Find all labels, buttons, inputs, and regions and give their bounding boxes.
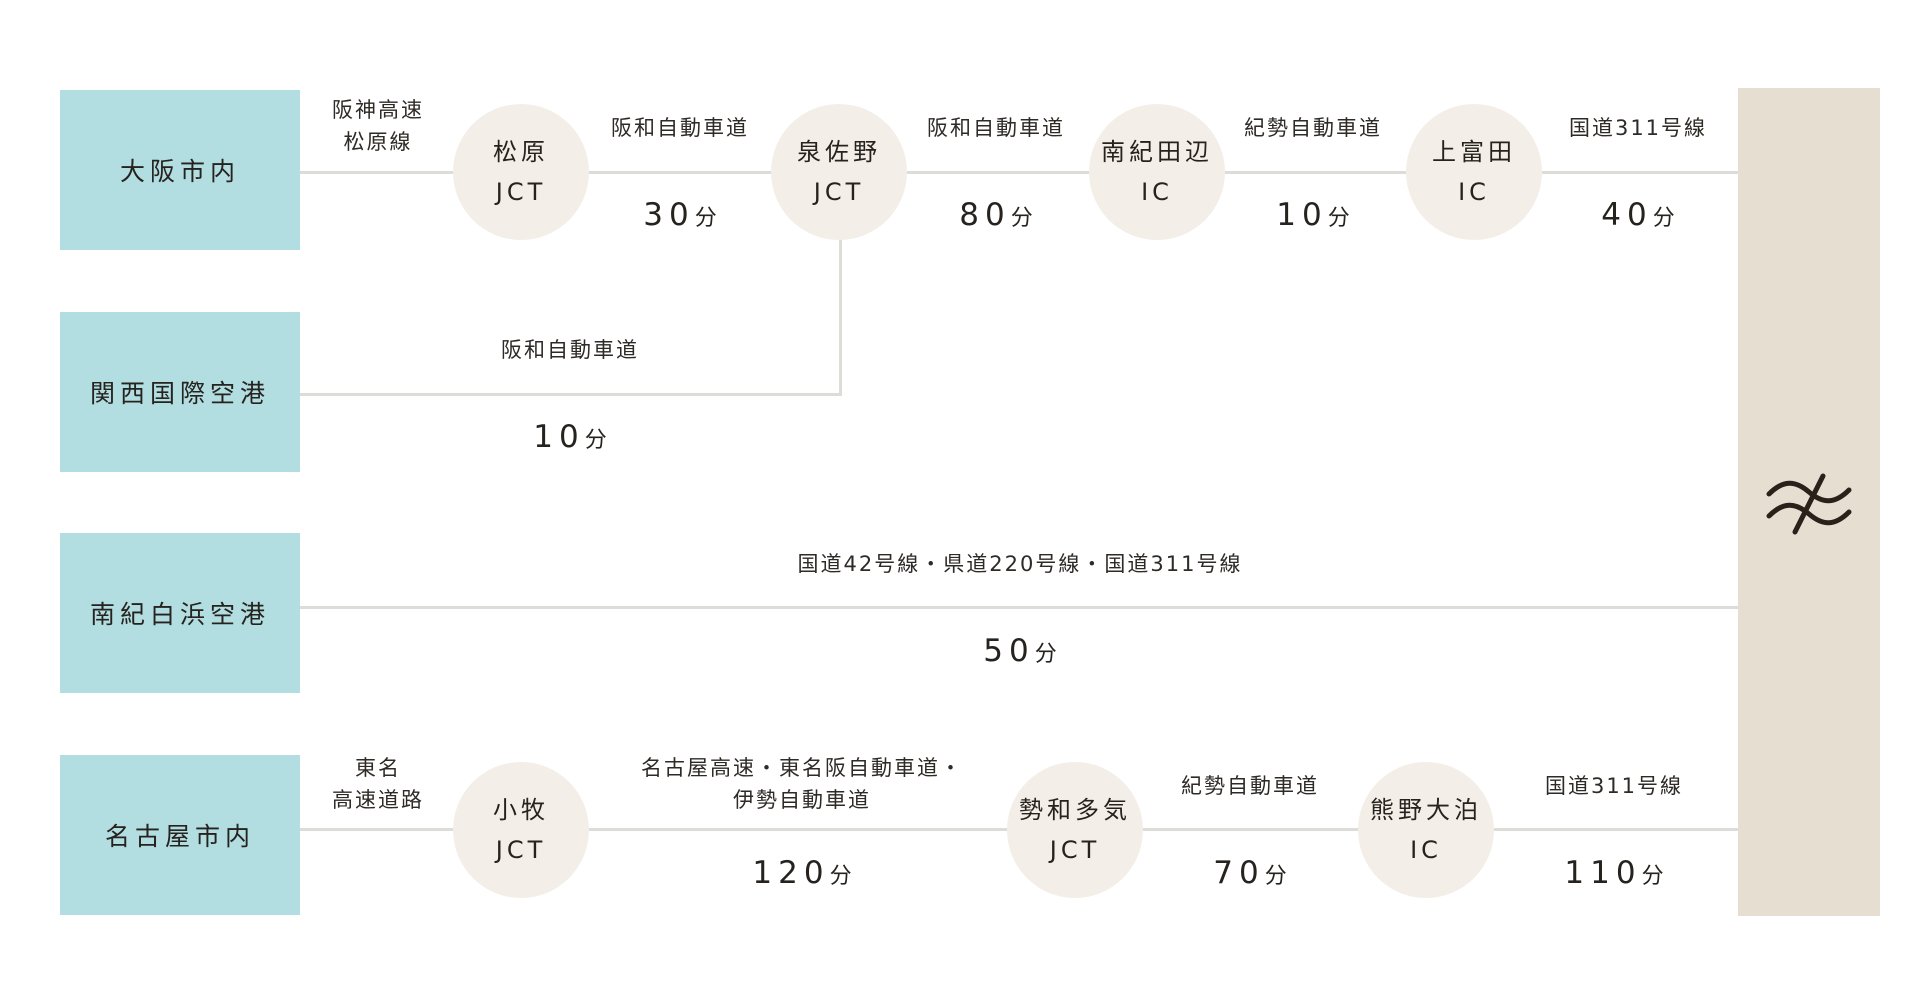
time-unit: 分 <box>1327 206 1350 231</box>
time-unit: 分 <box>584 428 607 453</box>
time-unit: 分 <box>1010 206 1033 231</box>
route-line-kix-connector <box>839 172 842 396</box>
node-type: JCT <box>1049 836 1101 864</box>
travel-time: 50分 <box>983 636 1056 667</box>
node-type: IC <box>1141 178 1173 206</box>
node-name: 勢和多気 <box>1019 796 1131 824</box>
time-value: 80 <box>959 197 1011 233</box>
origin-shirahama: 南紀白浜空港 <box>60 533 300 693</box>
node-izumisano-jct: 泉佐野 JCT <box>771 104 907 240</box>
time-value: 120 <box>752 855 830 891</box>
travel-time: 120分 <box>752 858 851 889</box>
road-label: 紀勢自動車道 <box>1244 116 1382 140</box>
road-label-line2: 松原線 <box>343 130 413 154</box>
origin-kix: 関西国際空港 <box>60 312 300 472</box>
node-type: IC <box>1410 836 1442 864</box>
time-unit: 分 <box>1034 642 1057 667</box>
node-komaki-jct: 小牧 JCT <box>453 762 589 898</box>
node-type: JCT <box>495 178 547 206</box>
time-unit: 分 <box>829 864 852 889</box>
time-value: 10 <box>1276 197 1328 233</box>
road-label-line1: 東名 <box>355 756 401 780</box>
node-nankitanabe-ic: 南紀田辺 IC <box>1089 104 1225 240</box>
road-label-line1: 名古屋高速・東名阪自動車道・ <box>641 756 963 780</box>
road-label: 名古屋高速・東名阪自動車道・ 伊勢自動車道 <box>641 752 963 816</box>
time-value: 40 <box>1601 197 1653 233</box>
road-label: 阪神高速 松原線 <box>332 94 424 158</box>
travel-time: 110分 <box>1564 858 1663 889</box>
node-name: 小牧 <box>493 796 549 824</box>
road-label: 阪和自動車道 <box>611 116 749 140</box>
route-line-shirahama <box>300 606 1738 609</box>
time-value: 50 <box>983 633 1035 669</box>
time-value: 110 <box>1564 855 1642 891</box>
travel-time: 40分 <box>1601 200 1674 231</box>
time-value: 10 <box>533 419 585 455</box>
destination-bar <box>1738 88 1880 916</box>
route-line-kix <box>300 393 842 396</box>
node-kumanoodomari-ic: 熊野大泊 IC <box>1358 762 1494 898</box>
node-seiwataki-jct: 勢和多気 JCT <box>1007 762 1143 898</box>
node-type: JCT <box>813 178 865 206</box>
time-value: 70 <box>1213 855 1265 891</box>
time-unit: 分 <box>1264 864 1287 889</box>
node-name: 松原 <box>493 138 549 166</box>
node-type: IC <box>1458 178 1490 206</box>
road-label: 国道311号線 <box>1568 116 1708 140</box>
node-name: 南紀田辺 <box>1101 138 1213 166</box>
road-label-line1: 阪神高速 <box>332 98 424 122</box>
node-matsubara-jct: 松原 JCT <box>453 104 589 240</box>
wave-logo-icon <box>1766 473 1852 535</box>
time-unit: 分 <box>1652 206 1675 231</box>
route-line-osaka <box>300 171 1738 174</box>
travel-time: 10分 <box>1276 200 1349 231</box>
road-label: 国道311号線 <box>1544 774 1684 798</box>
road-label-line2: 高速道路 <box>332 788 424 812</box>
travel-time: 30分 <box>643 200 716 231</box>
road-label: 紀勢自動車道 <box>1181 774 1319 798</box>
time-unit: 分 <box>694 206 717 231</box>
road-label: 阪和自動車道 <box>501 338 639 362</box>
travel-time: 80分 <box>959 200 1032 231</box>
node-name: 上富田 <box>1432 138 1516 166</box>
road-label: 国道42号線・県道220号線・国道311号線 <box>797 552 1243 576</box>
travel-time: 70分 <box>1213 858 1286 889</box>
node-type: JCT <box>495 836 547 864</box>
travel-time: 10分 <box>533 422 606 453</box>
road-label-line2: 伊勢自動車道 <box>733 788 871 812</box>
time-unit: 分 <box>1641 864 1664 889</box>
node-name: 熊野大泊 <box>1370 796 1482 824</box>
road-label: 阪和自動車道 <box>927 116 1065 140</box>
time-value: 30 <box>643 197 695 233</box>
origin-nagoya: 名古屋市内 <box>60 755 300 915</box>
road-label: 東名 高速道路 <box>332 752 424 816</box>
node-name: 泉佐野 <box>797 138 881 166</box>
node-kamitonda-ic: 上富田 IC <box>1406 104 1542 240</box>
origin-osaka: 大阪市内 <box>60 90 300 250</box>
